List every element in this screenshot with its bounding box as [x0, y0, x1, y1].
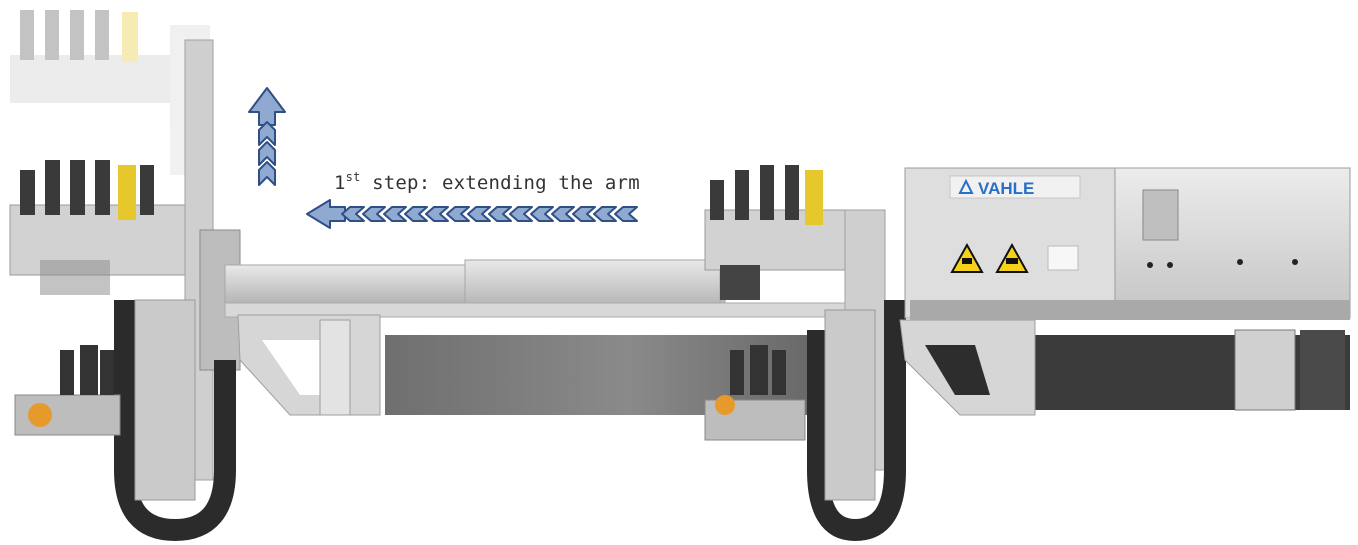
arrow-left-chevrons-icon: [306, 199, 638, 229]
brand-label: VAHLE: [978, 179, 1034, 198]
left-tool-head: [14, 345, 121, 436]
brand-logo: VAHLE: [949, 175, 1081, 199]
crush-hazard-warning-icon: [950, 242, 984, 273]
step-caption: 1st step: extending the arm: [334, 170, 640, 194]
telescopic-arm: [224, 259, 846, 318]
step-ordinal: 1: [334, 172, 346, 194]
step-text: step: extending the arm: [360, 172, 640, 194]
ghost-carriage-top: [10, 10, 210, 175]
step-ordinal-suffix: st: [345, 170, 361, 184]
left-mast: [114, 39, 241, 542]
left-carriage: [9, 160, 211, 295]
crush-hazard-warning-icon: [995, 242, 1029, 273]
arrow-up-chevrons-icon: [248, 87, 286, 186]
right-drive-frame: [899, 319, 1350, 416]
right-mast: [807, 209, 906, 542]
right-tool-head: [704, 345, 806, 441]
